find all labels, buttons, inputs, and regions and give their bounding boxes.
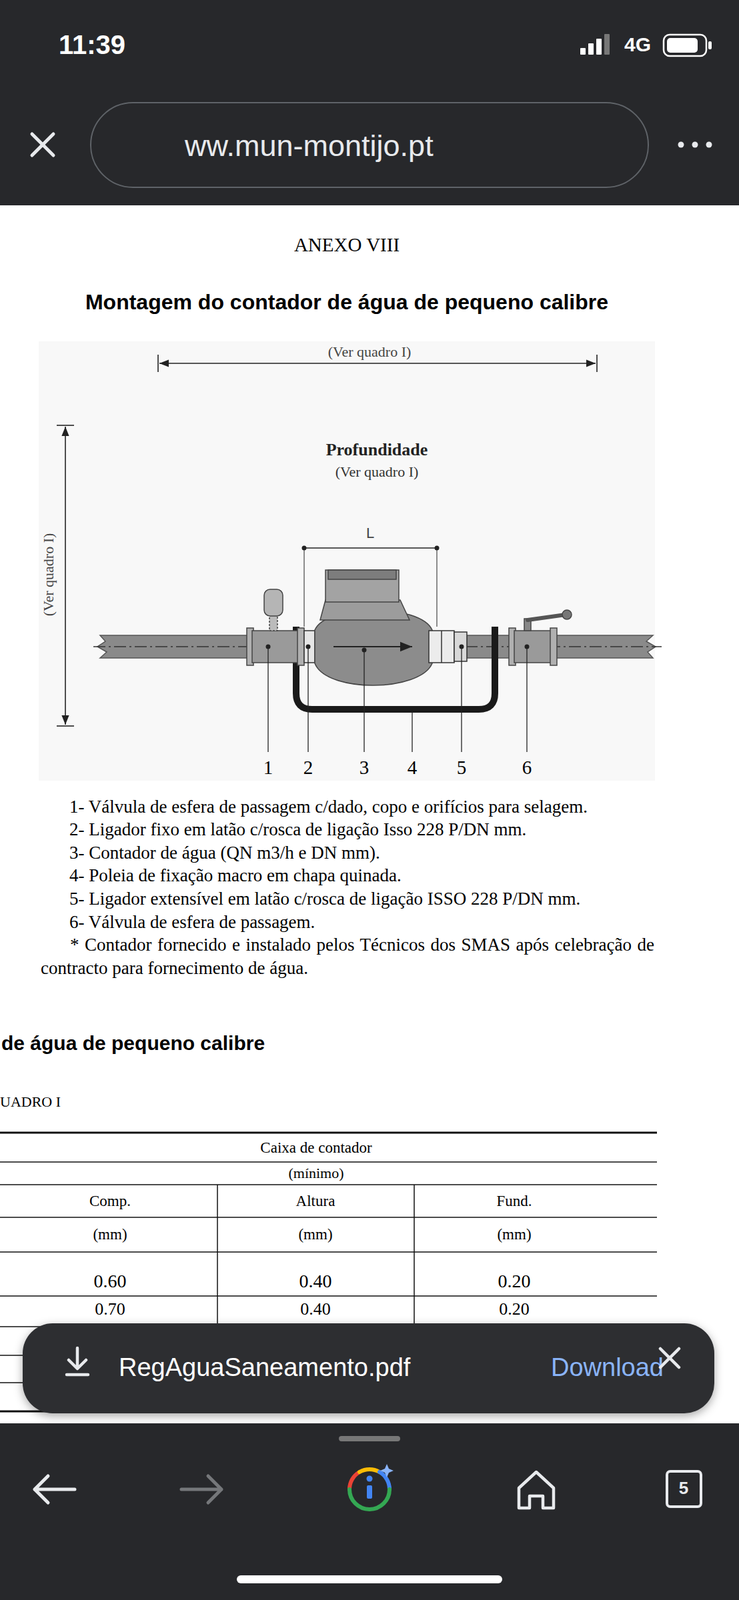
fixing-bracket [296,626,495,710]
section-heading: de água de pequeno calibre [1,1031,265,1056]
network-type: 4G [624,32,651,57]
legend-line: 5- Ligador extensível em latão c/rosca d… [69,888,581,910]
legend-line: 4- Poleia de fixação macro em chapa quin… [69,865,402,887]
legend-line: 2- Ligador fixo em latão c/rosca de liga… [69,819,527,841]
legend-line: 3- Contador de água (QN m3/h e DN mm). [69,842,381,864]
table-cell: 0.70 [94,1299,126,1320]
page-title: Montagem do contador de água de pequeno … [85,289,609,315]
annex-heading: ANEXO VIII [294,233,400,257]
back-icon [34,1476,75,1504]
home-indicator [236,1576,503,1585]
callout-number: 5 [456,756,467,780]
table-header: (mínimo) [288,1165,344,1183]
center-line [93,646,662,648]
table-header: Altura [296,1192,336,1212]
battery-icon [663,34,712,57]
dimension-lines [56,354,597,727]
dimension-label: (Ver quadro I) [40,533,58,617]
box-subheading: (Ver quadro I) [335,463,419,481]
table-header: Comp. [89,1192,131,1212]
dimension-label: L [366,524,375,543]
menu-icon [678,142,713,149]
table-cell: 0.60 [94,1270,127,1294]
pipe [97,635,656,659]
table-caption: UADRO I [0,1093,61,1112]
water-meter [314,570,433,686]
table-cell: 0.40 [300,1299,331,1320]
home-icon [518,1472,554,1509]
url-text: ww.mun-montijo.pt [184,128,434,165]
dimension-label: (Ver quadro I) [328,343,412,361]
table-unit: (mm) [298,1225,333,1245]
clock: 11:39 [58,28,126,61]
flow-arrow [333,646,413,648]
callout-number: 1 [263,756,274,780]
table-cell: 0.40 [299,1270,333,1294]
legend-line: 1- Válvula de esfera de passagem c/dado,… [69,796,588,818]
file-name: RegAguaSaneamento.pdf [118,1353,411,1384]
figure-ground [38,341,655,782]
leader-lines [268,646,527,753]
lens-icon [349,1469,390,1511]
table-unit: (mm) [92,1225,127,1245]
ball-valve [508,610,572,666]
extensible-union [428,630,467,663]
leader-dots [266,644,530,653]
ball-valve-with-seal [246,589,305,666]
box-heading: Profundidade [326,439,429,461]
table-header: Fund. [496,1192,532,1212]
callout-number: 2 [303,756,314,780]
download-button: Download [550,1353,664,1384]
sheet-handle [338,1436,401,1442]
callout-number: 4 [407,756,418,780]
download-banner: RegAguaSaneamento.pdf Download [22,1323,715,1414]
meter-box: Profundidade (Ver quadro I) [156,425,597,727]
tab-count: 5 [678,1478,689,1500]
forward-icon [181,1476,222,1504]
tab-counter: 5 [665,1470,703,1509]
table-cell: 0.20 [498,1299,530,1320]
navigation-bar [0,1423,739,1600]
table-cell: 0.20 [498,1270,531,1294]
address-bar: ww.mun-montijo.pt [90,102,649,189]
signal-icon [580,34,610,55]
legend-line: 6- Válvula de esfera de passagem. [69,911,315,934]
download-icon [66,1348,89,1376]
close-icon [32,134,54,156]
table-unit: (mm) [496,1225,531,1245]
note: * Contador fornecido e instalado pelos T… [40,933,655,981]
fixed-union [304,630,315,663]
sparkle-icon [380,1464,394,1478]
callout-number: 6 [522,756,533,780]
callout-number: 3 [359,756,370,780]
dismiss-icon [660,1349,679,1368]
table-header: Caixa de contador [260,1139,372,1158]
